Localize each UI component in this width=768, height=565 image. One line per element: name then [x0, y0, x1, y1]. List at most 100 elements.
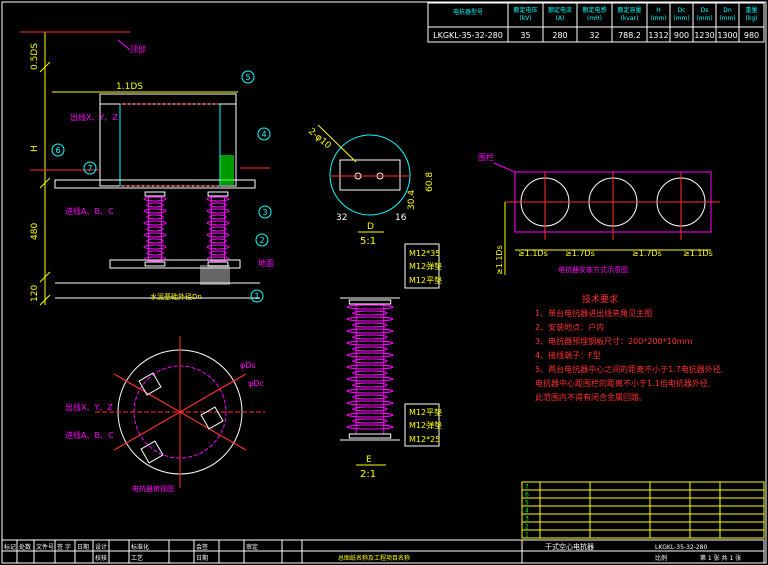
note-line: 4、接线端子：F型 [535, 350, 601, 360]
bottom-star-arm [54, 179, 256, 189]
insulator-shed [209, 214, 227, 220]
title-signoff-cell: 审定 [246, 543, 258, 551]
label-ground: 地面 [258, 258, 274, 268]
terminal-pad [138, 372, 162, 396]
note-line: 1、单台电抗器进出线夹角见主图 [535, 308, 652, 318]
spec-header-cell: 额定电感 [582, 6, 606, 14]
insulator-shed [352, 406, 388, 412]
spec-header-cell: 额定电压 [513, 6, 537, 14]
spec-header-cell: 重量 [745, 6, 757, 14]
note-line: 5、两台电抗器中心之间的距离不小于1.7电抗器外径, [535, 364, 723, 374]
insulator-shed [209, 238, 227, 244]
insulator-shed [143, 220, 167, 226]
bom-cell: 2 [525, 524, 529, 531]
spec-header-cell: H [656, 7, 661, 14]
insulator-shed [352, 310, 388, 316]
spec-header-cell: Ds [701, 7, 709, 14]
top-star-arm [99, 93, 237, 105]
insulator-shed [352, 394, 388, 400]
note-line: 2、安装地点：户内 [535, 322, 604, 332]
spec-header-cell: (kV) [519, 15, 531, 22]
insulator-right [206, 191, 230, 267]
insulator-shed [352, 346, 388, 352]
insulator-shed [146, 214, 164, 220]
balloon-number: 3 [262, 208, 267, 217]
terminal-pad [200, 406, 224, 430]
insulator-shed [146, 226, 164, 232]
coil-inner [119, 103, 221, 187]
bolt-label-box-bottom [404, 403, 440, 447]
detail-e-scale: 2:1 [360, 469, 376, 480]
insulator-shed [206, 196, 230, 202]
balloon-number: 2 [259, 236, 264, 245]
detail-d-view: 2-φ10 30.4 60.8 32 16 D 5:1 [306, 124, 435, 247]
insulator-shed [352, 382, 388, 388]
insulator-shed [206, 256, 230, 262]
insulator-shed [209, 226, 227, 232]
spec-header-cell: 电抗器型号 [453, 8, 483, 16]
bom-cell: 1 [525, 532, 529, 539]
title-signoff-cell: 签 字 [57, 543, 71, 551]
label-dc: φDc [248, 379, 264, 388]
dim-v: ≥1.1Ds [495, 245, 504, 275]
insulator-shed [346, 400, 394, 406]
insulator-left [143, 191, 167, 267]
insulator-shed [346, 424, 394, 430]
title-signoff-cell: 处数 [19, 543, 31, 551]
title-row2-cell: 日期 [196, 554, 208, 562]
insulator-shed [146, 238, 164, 244]
insulator-shed [146, 250, 164, 256]
label-dn: 水泥基础外径Dn [150, 292, 202, 301]
spec-header-cell: Dn [723, 7, 732, 14]
dim-h: H [30, 145, 40, 152]
spec-header-cell: (kvar) [621, 15, 639, 22]
insulator-shed [206, 232, 230, 238]
bom-frame [521, 481, 765, 539]
main-elevation-view: 0.5DS H 480 120 顶部 1.1DS 地面 水泥基础外径Dn 出线X… [20, 31, 274, 306]
terminal-block [220, 155, 234, 185]
title-main: 干式空心电抗器 [545, 542, 594, 551]
title-signoff-cell: 标准化 [131, 543, 149, 551]
dim-11ds: 1.1DS [116, 82, 143, 92]
insulator-shed [143, 256, 167, 262]
spec-header-cell: 额定容量 [617, 6, 641, 14]
title-drawing-no: LKGKL-35-32-280 [655, 544, 707, 551]
detail-d-circle [329, 134, 411, 216]
insulator-flange [348, 433, 392, 439]
spec-header-cell: (A) [556, 15, 565, 22]
note-line: 此范围内不得有闭合金属回路。 [535, 392, 647, 402]
spec-header-cell: (mm) [696, 15, 712, 22]
spec-table-frame [427, 2, 765, 43]
spec-header-cell: (mm) [673, 15, 689, 22]
balloon-circle [258, 205, 272, 219]
bom-cell: 6 [525, 492, 529, 499]
insulator-shed [346, 364, 394, 370]
spec-table: 电抗器型号额定电压(kV)额定电流(A)额定电感(mH)额定容量(kvar)H(… [427, 2, 765, 43]
label-outlet-xyz: 出线X、Y、Z [70, 112, 118, 122]
dim-60-8: 60.8 [425, 172, 435, 192]
dim-32: 32 [336, 213, 347, 223]
insulator-shed [346, 328, 394, 334]
title-signoff-cell: 设计 [95, 543, 107, 551]
spec-header-cell: (mm) [650, 15, 666, 22]
label-ds: φDs [240, 361, 256, 370]
dim-16: 16 [395, 213, 407, 223]
spec-header-cell: Dc [678, 7, 686, 14]
spec-value-cell: 280 [552, 31, 567, 40]
detail-d-plate [339, 159, 401, 191]
balloon-circle [241, 70, 255, 84]
dim-d: ≥1.1Ds [683, 249, 713, 258]
spec-value-cell: 32 [589, 31, 599, 40]
bolt-label-box-top [404, 243, 440, 289]
bom-cell: 7 [525, 484, 529, 491]
balloon-circle [257, 127, 271, 141]
spec-value-cell: 980 [744, 31, 759, 40]
dim-b: ≥1.7Ds [565, 249, 595, 258]
spec-value-cell: LKGKL-35-32-280 [433, 31, 503, 40]
insulator-shed [209, 250, 227, 256]
bolt-top2: M12弹垫 [409, 261, 442, 271]
dim-hole: 2-φ10 [306, 127, 333, 152]
bolt-top1: M12*35 [409, 249, 440, 258]
